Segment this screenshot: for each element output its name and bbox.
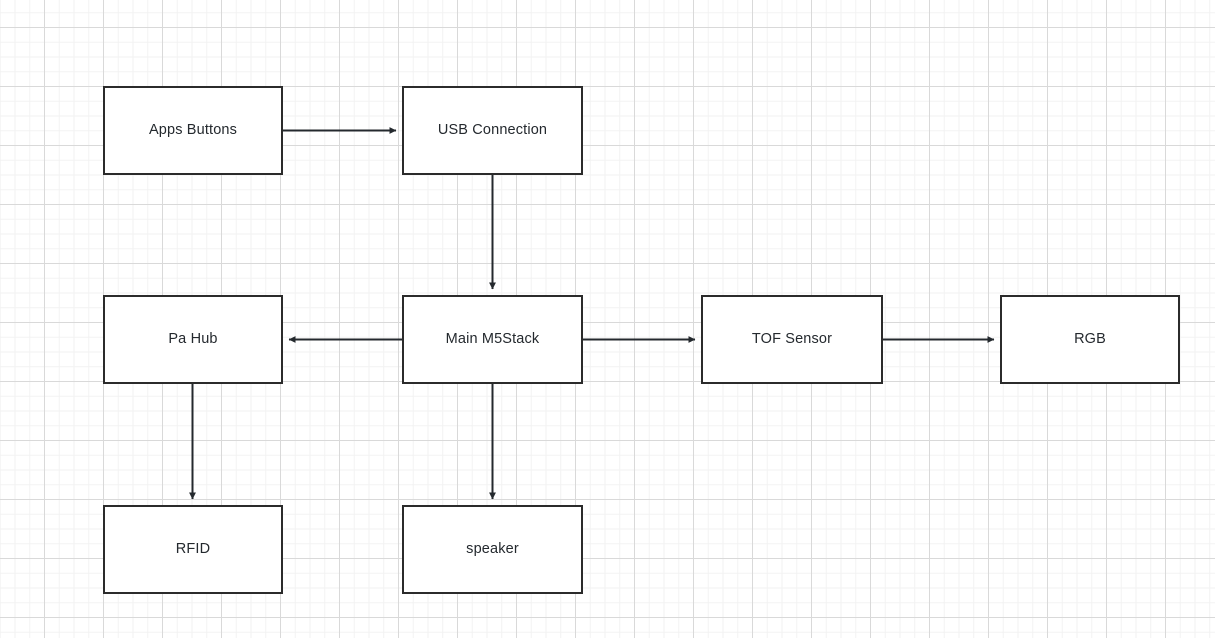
node-speaker[interactable]: speaker <box>402 505 583 594</box>
node-rfid[interactable]: RFID <box>103 505 283 594</box>
node-label-pa-hub: Pa Hub <box>168 330 218 347</box>
node-label-rgb: RGB <box>1074 330 1106 347</box>
node-pa-hub[interactable]: Pa Hub <box>103 295 283 384</box>
node-label-rfid: RFID <box>175 540 211 557</box>
node-label-main-m5stack: Main M5Stack <box>445 330 540 347</box>
node-label-apps-buttons: Apps Buttons <box>148 121 238 138</box>
node-apps-buttons[interactable]: Apps Buttons <box>103 86 283 175</box>
node-label-speaker: speaker <box>466 540 519 557</box>
node-rgb[interactable]: RGB <box>1000 295 1180 384</box>
node-label-tof-sensor: TOF Sensor <box>751 330 833 347</box>
node-usb-connection[interactable]: USB Connection <box>402 86 583 175</box>
node-label-usb-connection: USB Connection <box>437 121 548 138</box>
node-main-m5stack[interactable]: Main M5Stack <box>402 295 583 384</box>
node-tof-sensor[interactable]: TOF Sensor <box>701 295 883 384</box>
